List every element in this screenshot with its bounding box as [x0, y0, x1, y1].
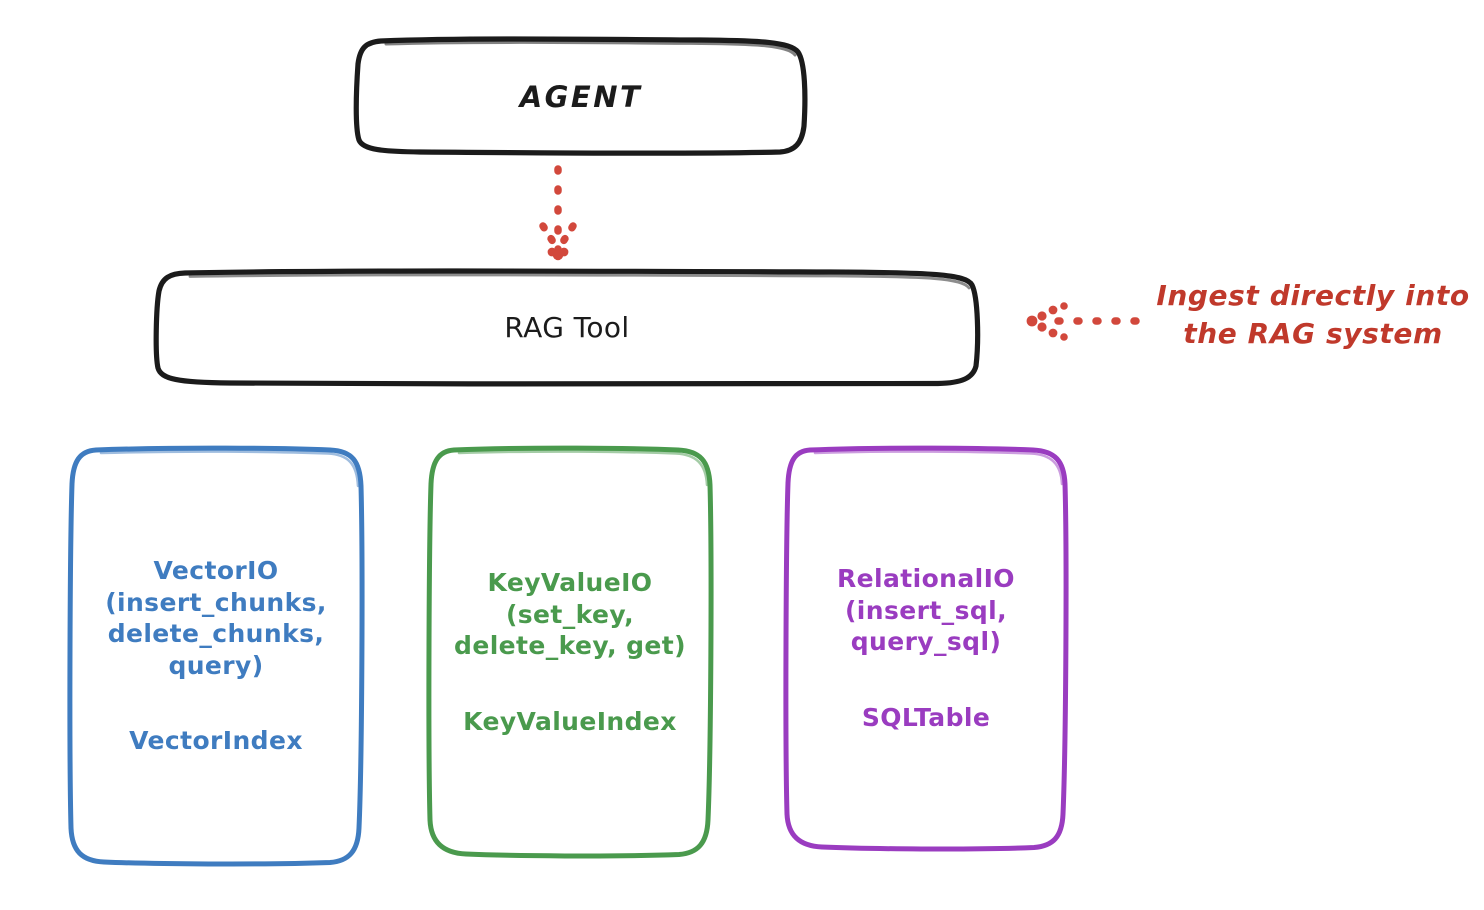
keyvalueio-node-label: KeyValueIO (set_key, delete_key, get) Ke…: [430, 448, 710, 856]
agent-to-ragtool-arrow: [539, 165, 577, 261]
ingest-annotation-text: Ingest directly into the RAG system: [1156, 279, 1470, 350]
vectorio-node-label: VectorIO (insert_chunks, delete_chunks, …: [72, 448, 360, 864]
relationalio-api-text: RelationalIO (insert_sql, query_sql): [837, 564, 1015, 656]
ingest-annotation-arrow: [1026, 302, 1140, 341]
relationalio-node-label: RelationalIO (insert_sql, query_sql) SQL…: [787, 448, 1065, 848]
vectorio-api-text: VectorIO (insert_chunks, delete_chunks, …: [105, 556, 327, 680]
agent-node-label: AGENT: [519, 79, 643, 114]
relationalio-index-text: SQLTable: [861, 702, 991, 732]
keyvalueio-api-text: KeyValueIO (set_key, delete_key, get): [454, 568, 686, 660]
ragtool-node-label: RAG Tool: [504, 311, 630, 345]
vectorio-index-text: VectorIndex: [129, 726, 303, 756]
keyvalueio-index-text: KeyValueIndex: [463, 706, 677, 736]
